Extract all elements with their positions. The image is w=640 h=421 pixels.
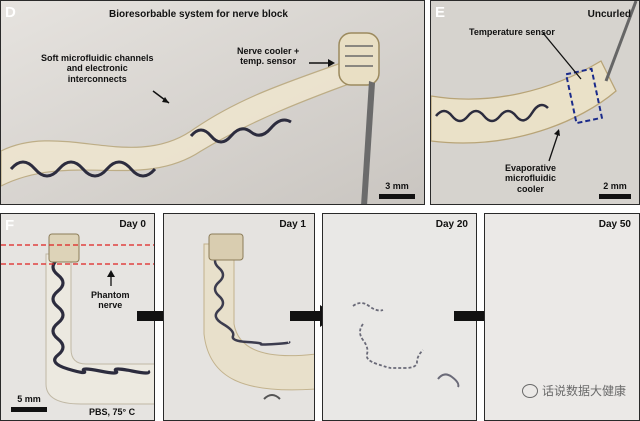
day-20-label: Day 20 <box>435 219 468 230</box>
panel-d-title: Bioresorbable system for nerve block <box>109 9 288 20</box>
panel-f-day20: Day 20 <box>322 213 477 421</box>
pbs-condition-label: PBS, 75° C <box>89 407 136 417</box>
panel-f-scale-bar <box>11 407 47 412</box>
panel-d-letter: D <box>5 4 16 21</box>
panel-f-day0-photo <box>1 214 154 420</box>
panel-e-scale-text: 2 mm <box>603 181 627 191</box>
day-1-label: Day 1 <box>279 219 306 230</box>
panel-e-scale-bar <box>599 194 631 199</box>
watermark-text: 话说数据大健康 <box>541 384 626 398</box>
panel-f-letter: F <box>5 217 15 234</box>
channels-label: Soft microfluidic channels and electroni… <box>41 53 154 84</box>
evaporative-cooler-line: Evaporative <box>505 163 557 173</box>
panel-d-scale-text: 3 mm <box>385 181 409 191</box>
panel-f-scale-text: 5 mm <box>17 394 41 404</box>
cooler-label-line: temp. sensor <box>240 56 297 67</box>
day-50-label: Day 50 <box>598 219 631 230</box>
channels-label-line: interconnects <box>67 73 127 84</box>
wechat-icon <box>521 383 538 398</box>
panel-f-day0: F Day 0 Phantom nerve 5 mm PBS, 75° C <box>0 213 155 421</box>
panel-f-day1-photo <box>164 214 314 420</box>
phantom-nerve-line: Phantom <box>91 290 130 300</box>
panel-e-letter: E <box>435 4 446 21</box>
panel-d-scale-bar <box>379 194 415 199</box>
panel-d-photo <box>1 1 424 204</box>
panel-e-photo <box>431 1 639 204</box>
day-0-label: Day 0 <box>119 219 146 230</box>
panel-e-title: Uncurled <box>587 9 631 20</box>
channels-label-line: Soft microfluidic channels <box>41 53 154 63</box>
evaporative-cooler-line: microfluidic <box>505 173 557 184</box>
panel-d: D Bioresorbable system for nerve block S… <box>0 0 425 205</box>
panel-f-day20-photo <box>323 214 476 420</box>
temperature-sensor-label: Temperature sensor <box>469 27 555 37</box>
watermark: 话说数据大健康 <box>521 382 626 399</box>
channels-label-line: and electronic <box>66 63 128 74</box>
evaporative-cooler-line: cooler <box>517 183 545 194</box>
cooler-label-line: Nerve cooler + <box>237 46 300 56</box>
evaporative-cooler-label: Evaporative microfluidic cooler <box>505 163 556 194</box>
phantom-nerve-line: nerve <box>98 300 123 311</box>
phantom-nerve-label: Phantom nerve <box>91 290 130 311</box>
panel-f-day1: Day 1 <box>163 213 315 421</box>
panel-e: E Uncurled Temperature sensor Evaporativ… <box>430 0 640 205</box>
cooler-label: Nerve cooler + temp. sensor <box>237 46 299 67</box>
